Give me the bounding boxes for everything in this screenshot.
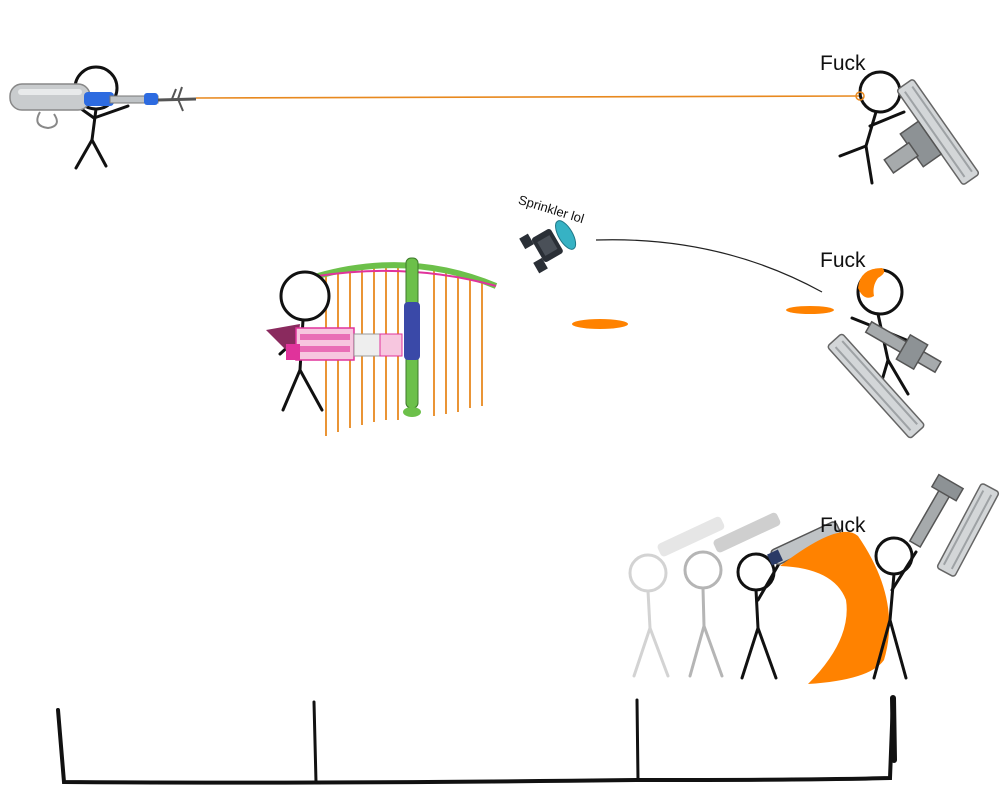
exclamation-text: Fuck <box>820 52 866 75</box>
exclamation-text: Fuck <box>820 514 866 537</box>
roller-handle-icon <box>908 473 965 549</box>
splatana-ghost-icon <box>657 516 725 557</box>
laser-impact <box>855 91 865 101</box>
panel-2-bow-and-sprinkler <box>266 220 943 439</box>
ink-splat <box>786 306 834 314</box>
panel-1-sniper-shot <box>9 65 980 185</box>
sprinkler-icon <box>519 220 577 274</box>
stickman-ghost-light <box>683 550 724 678</box>
splatana-ghost-icon <box>713 512 781 553</box>
stickman-ghost-faint <box>628 553 670 678</box>
held-weapon-icon <box>266 324 403 361</box>
roller-weapon-icon <box>936 483 1000 577</box>
stickman-splatana-user <box>736 552 782 680</box>
ink-splat <box>572 319 628 329</box>
ink-swipe <box>780 531 890 684</box>
hand-drawn-bracket <box>56 695 897 785</box>
roller-weapon-icon <box>883 79 980 185</box>
sprinkler-trajectory <box>595 239 823 293</box>
ink-on-head <box>858 268 885 298</box>
exclamation-text: Fuck <box>820 249 866 272</box>
stickman-sniper <box>73 65 130 170</box>
sniper-laser <box>195 95 861 99</box>
tri-stringer-bow-icon <box>317 257 498 417</box>
panel-3-splatana-swing <box>628 473 1000 684</box>
stickman-target-3 <box>872 536 918 680</box>
e-liter-sniper-icon <box>9 83 197 130</box>
roller-weapon-icon <box>827 333 925 439</box>
bow-arrow-lines <box>325 266 483 436</box>
roller-handle-icon <box>864 320 943 374</box>
